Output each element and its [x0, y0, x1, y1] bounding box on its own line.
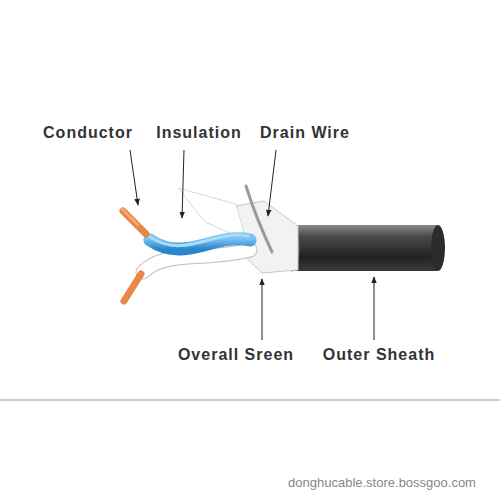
part-label: Outer Sheath: [323, 345, 435, 364]
leader-arrow: [182, 150, 184, 218]
leader-arrow: [130, 150, 138, 205]
outer-sheath: [292, 225, 438, 271]
sheath-end: [431, 225, 445, 271]
lower-conductor: [124, 274, 141, 301]
part-label: Insulation: [156, 123, 242, 142]
part-label: Drain Wire: [260, 123, 350, 142]
leader-arrow: [268, 150, 276, 216]
leader-arrow: [262, 279, 263, 340]
part-label: Conductor: [43, 123, 133, 142]
blue-highlight: [150, 235, 248, 246]
watermark: donghucable.store.bossgoo.com: [288, 475, 476, 491]
leader-arrow: [374, 277, 375, 340]
screen-flap: [178, 188, 246, 240]
separator-line: [0, 400, 500, 401]
part-label: Overall Sreen: [178, 345, 294, 364]
conductor-highlight: [122, 209, 138, 225]
